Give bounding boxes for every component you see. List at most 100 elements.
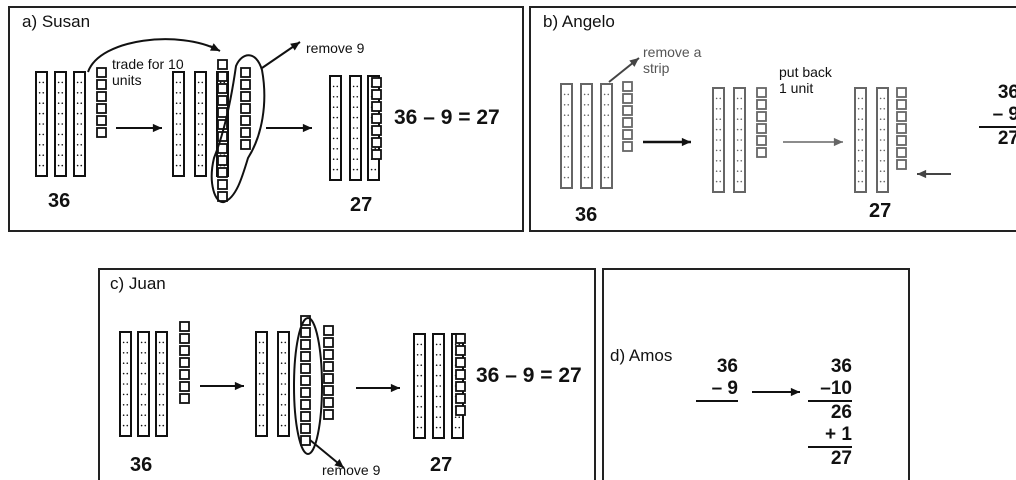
- tens-rod: [855, 88, 866, 192]
- unit-cube: [372, 126, 381, 135]
- unit-cube: [241, 140, 250, 149]
- panel-title: d) Amos: [610, 346, 672, 366]
- remove-arrow-head: [290, 42, 300, 51]
- end-value: 27: [350, 194, 372, 217]
- unit-cube: [372, 114, 381, 123]
- remove-note: remove 9: [306, 40, 364, 56]
- unit-cube: [97, 92, 106, 101]
- panel-title: a) Susan: [22, 12, 90, 32]
- unit-cube: [301, 400, 310, 409]
- unit-cube: [241, 116, 250, 125]
- unit-cube: [241, 128, 250, 137]
- unit-cube: [757, 100, 766, 109]
- right-subtraction: 36 –10 26 + 1 27: [808, 356, 852, 470]
- tens-rod: [120, 332, 131, 436]
- unit-cube: [97, 104, 106, 113]
- unit-cube: [897, 124, 906, 133]
- tens-rod: [877, 88, 888, 192]
- step-arrow-head: [682, 138, 691, 146]
- tens-rod: [368, 76, 379, 180]
- left-subtraction: 36 – 9: [696, 356, 738, 402]
- unit-cube: [218, 132, 227, 141]
- remove-strip-arrow: [609, 58, 639, 82]
- start-value: 36: [575, 204, 597, 227]
- unit-cube: [301, 316, 310, 325]
- tens-rod: [156, 332, 167, 436]
- unit-cube: [301, 352, 310, 361]
- unit-cube: [324, 386, 333, 395]
- amos-diagram: [604, 270, 910, 480]
- unit-cube: [456, 406, 465, 415]
- unit-cube: [456, 334, 465, 343]
- unit-cube: [301, 388, 310, 397]
- unit-cube: [456, 394, 465, 403]
- unit-cube: [324, 410, 333, 419]
- trade-note: trade for 10 units: [112, 56, 184, 88]
- unit-cube: [241, 68, 250, 77]
- unit-cube: [623, 82, 632, 91]
- step-arrow-head: [303, 124, 312, 132]
- unit-cube: [218, 120, 227, 129]
- equation: 36 – 9 = 27: [394, 106, 500, 130]
- unit-cube: [180, 322, 189, 331]
- tens-rod: [278, 332, 289, 436]
- tens-rod: [452, 334, 463, 438]
- tens-rod: [713, 88, 724, 192]
- unit-cube: [218, 96, 227, 105]
- put-back-arrow-head: [917, 170, 926, 178]
- end-value: 27: [430, 454, 452, 477]
- unit-cube: [623, 94, 632, 103]
- unit-cube: [372, 138, 381, 147]
- unit-cube: [241, 92, 250, 101]
- unit-cube: [623, 106, 632, 115]
- unit-cube: [456, 346, 465, 355]
- unit-cube: [180, 394, 189, 403]
- panel-angelo: b) Angelo remove a strip put back 1 unit…: [529, 6, 1016, 232]
- unit-cube: [218, 156, 227, 165]
- remove-loop: [294, 318, 322, 454]
- tens-rod: [601, 84, 612, 188]
- unit-cube: [897, 160, 906, 169]
- step-arrow-head: [153, 124, 162, 132]
- tens-rod: [256, 332, 267, 436]
- tens-rod: [734, 88, 745, 192]
- unit-cube: [897, 136, 906, 145]
- end-value: 27: [869, 200, 891, 223]
- tens-rod: [433, 334, 444, 438]
- unit-cube: [97, 68, 106, 77]
- unit-cube: [324, 374, 333, 383]
- start-value: 36: [130, 454, 152, 477]
- unit-cube: [301, 376, 310, 385]
- unit-cube: [241, 104, 250, 113]
- angelo-diagram: [531, 8, 1016, 232]
- tens-rod: [581, 84, 592, 188]
- panel-amos: d) Amos 36 – 9 36 –10 26 + 1 27: [602, 268, 910, 480]
- unit-cube: [180, 358, 189, 367]
- unit-cube: [218, 60, 227, 69]
- equation: 36 – 9 = 27: [476, 364, 582, 388]
- tens-rod: [74, 72, 85, 176]
- unit-cube: [897, 112, 906, 121]
- unit-cube: [218, 72, 227, 81]
- unit-cube: [180, 346, 189, 355]
- unit-cube: [218, 144, 227, 153]
- unit-cube: [372, 102, 381, 111]
- unit-cube: [897, 100, 906, 109]
- panel-susan: a) Susan trade for 10 units remove 9 36 …: [8, 6, 524, 232]
- start-value: 36: [48, 190, 70, 213]
- step-arrow-head: [791, 388, 800, 396]
- unit-cube: [218, 192, 227, 201]
- tens-rod: [414, 334, 425, 438]
- step-arrow-head: [235, 382, 244, 390]
- panel-juan: c) Juan remove 9 36 27 36 – 9 = 27: [98, 268, 596, 480]
- tens-rod: [55, 72, 66, 176]
- unit-cube: [218, 180, 227, 189]
- tens-rod: [350, 76, 361, 180]
- step-arrow-head: [834, 138, 843, 146]
- remove-arrow: [262, 42, 300, 68]
- unit-cube: [757, 112, 766, 121]
- unit-cube: [97, 116, 106, 125]
- trade-arrowhead-head: [210, 43, 220, 51]
- unit-cube: [241, 80, 250, 89]
- unit-cube: [180, 382, 189, 391]
